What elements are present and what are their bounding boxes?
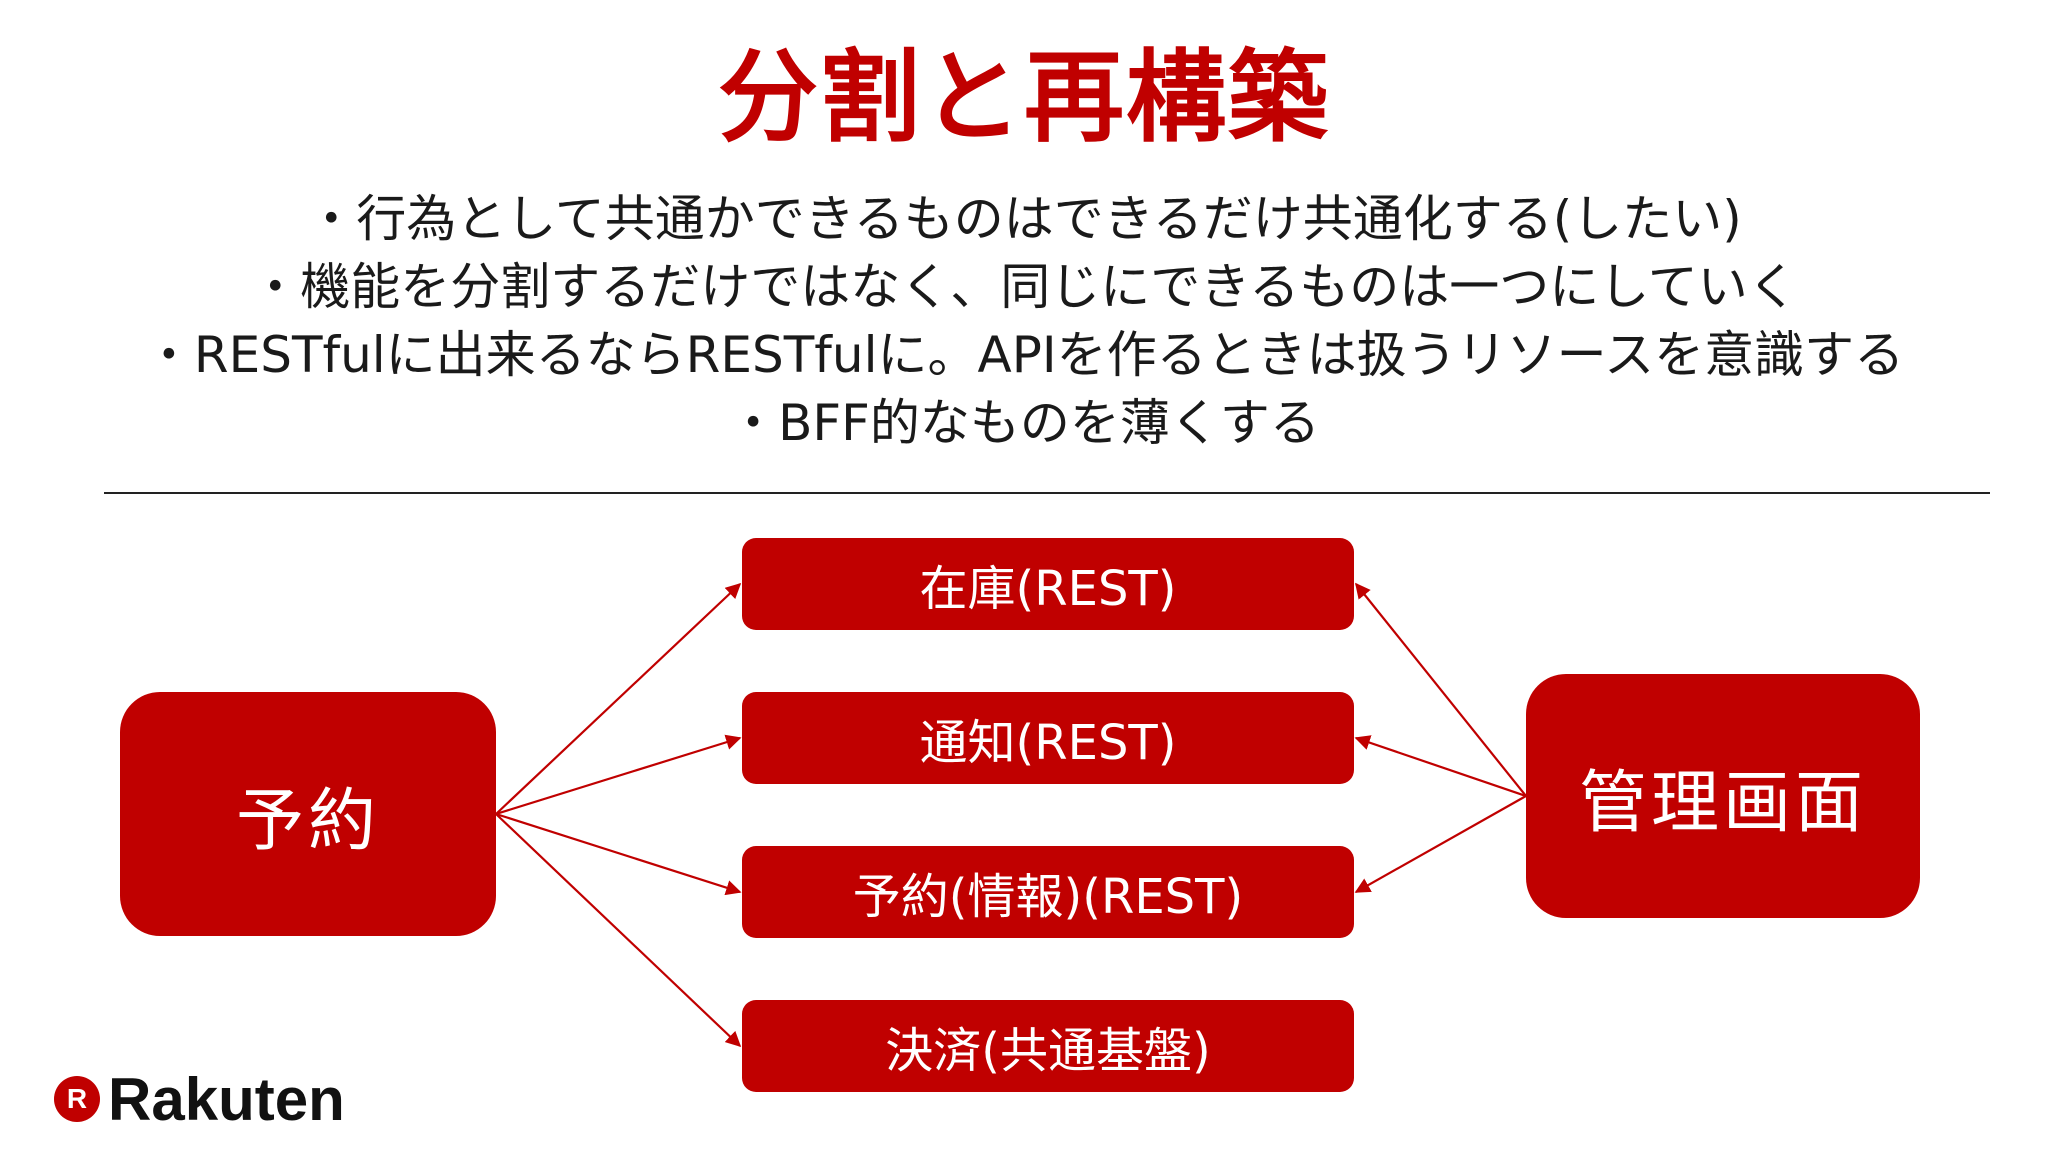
connector-arrow	[495, 582, 742, 815]
connector-arrow	[495, 812, 742, 896]
connector-arrow	[1355, 582, 1527, 797]
connector-arrow	[1354, 795, 1527, 893]
bullet-list: ・行為として共通かできるものはできるだけ共通化する(したい) ・機能を分割するだ…	[0, 185, 2048, 457]
node-service-notification: 通知(REST)	[742, 692, 1354, 784]
node-service-inventory: 在庫(REST)	[742, 538, 1354, 630]
bullet-item: ・RESTfulに出来るならRESTfulに。APIを作るときは扱うリソースを意…	[143, 326, 1905, 384]
node-service-reservation-info: 予約(情報)(REST)	[742, 846, 1354, 938]
connector-arrow	[495, 813, 742, 1048]
bullet-item: ・行為として共通かできるものはできるだけ共通化する(したい)	[306, 190, 1742, 248]
node-reservation: 予約	[120, 692, 496, 936]
slide-title: 分割と再構築	[718, 39, 1330, 156]
section-divider	[104, 492, 1990, 494]
connector-arrow	[1354, 735, 1527, 798]
node-service-payment: 決済(共通基盤)	[742, 1000, 1354, 1092]
bullet-item: ・機能を分割するだけではなく、同じにできるものは一つにしていく	[250, 258, 1798, 316]
rakuten-logo: R Rakuten	[54, 1065, 345, 1133]
rakuten-badge-icon: R	[54, 1076, 100, 1122]
node-admin-screen: 管理画面	[1526, 674, 1920, 918]
logo-wordmark: Rakuten	[108, 1065, 345, 1133]
bullet-item: ・BFF的なものを薄くする	[728, 394, 1320, 452]
connector-arrow	[495, 734, 742, 816]
